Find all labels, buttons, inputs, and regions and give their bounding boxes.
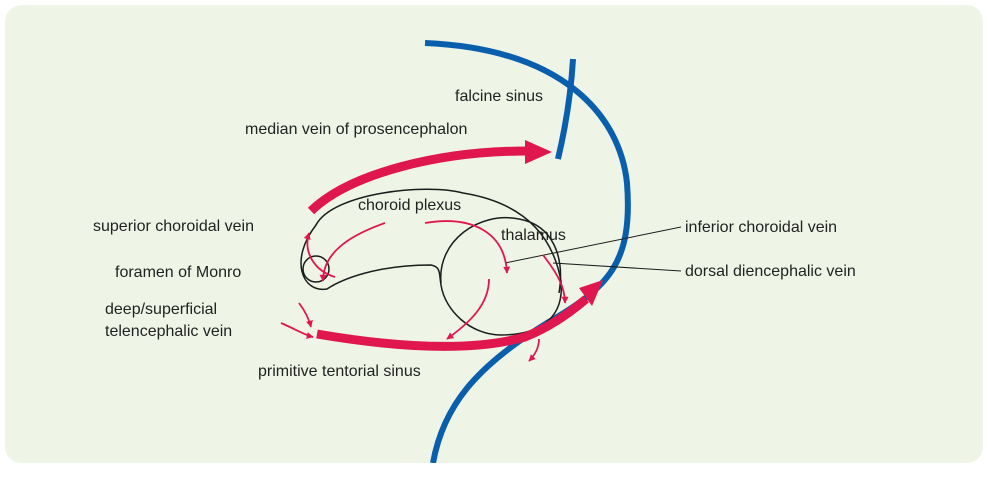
label-falcine-sinus: falcine sinus	[455, 88, 543, 105]
label-foramen-of-monro: foramen of Monro	[115, 264, 241, 281]
label-inferior-choroidal-vein: inferior choroidal vein	[685, 219, 837, 236]
label-median-vein: median vein of prosencephalon	[245, 121, 467, 138]
label-dorsal-diencephalic-vein: dorsal diencephalic vein	[685, 263, 856, 280]
label-choroid-plexus: choroid plexus	[358, 197, 461, 214]
label-superior-choroidal-vein: superior choroidal vein	[93, 218, 254, 235]
label-primitive-tentorial-sinus: primitive tentorial sinus	[258, 363, 421, 380]
label-telencephalic-vein-line2: telencephalic vein	[105, 323, 232, 340]
label-telencephalic-vein-line1: deep/superficial	[105, 301, 217, 318]
diagram-panel: falcine sinus median vein of prosencepha…	[5, 5, 983, 463]
label-thalamus: thalamus	[501, 227, 566, 244]
venous-development-diagram: falcine sinus median vein of prosencepha…	[5, 5, 983, 463]
